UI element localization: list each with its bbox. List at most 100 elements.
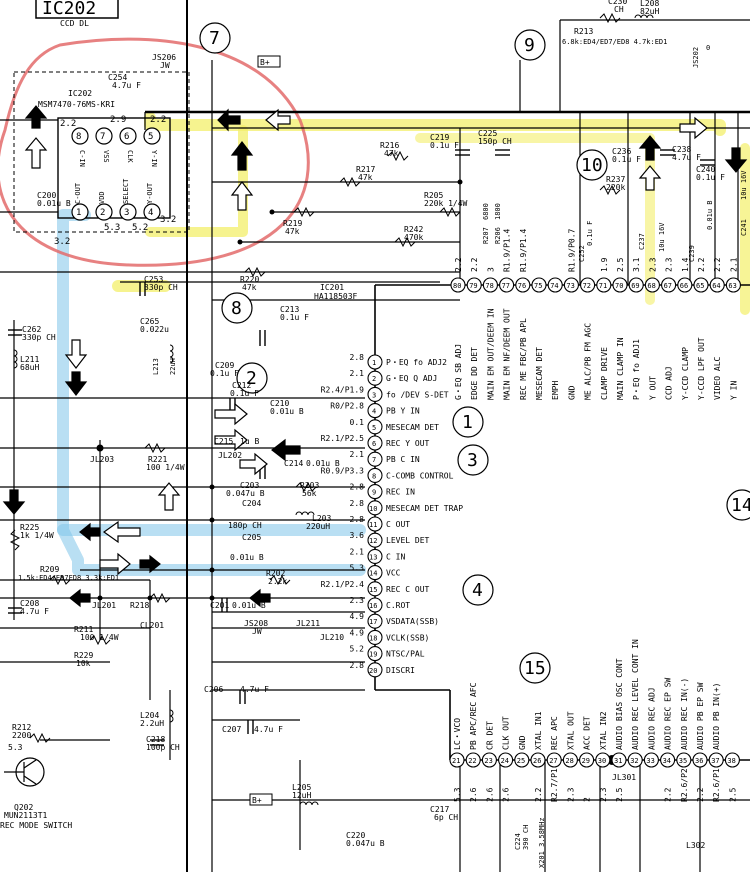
ic201-pin-num: 26 [533, 757, 541, 765]
arrow-open-right-6 [99, 552, 131, 576]
ic201-pin-38 [724, 752, 740, 768]
ic201-pin-num: 64 [712, 282, 720, 290]
ic201-pin-label: XTAL IN2 [599, 711, 608, 750]
lbl-r213-v: 6.8k:ED4/ED7/ED8 4.7k:ED1 [562, 38, 667, 46]
ic201-pin-29 [579, 752, 595, 768]
ic201-pin-num: 32 [630, 757, 638, 765]
lbl-c212: C212 [232, 381, 251, 390]
ic201-pin-num: 76 [518, 282, 526, 290]
lbl-r220: R220 [240, 275, 259, 284]
ic201-pin-num: 73 [566, 282, 574, 290]
ic201-pin-22 [465, 752, 481, 768]
ic201-pin-num: 75 [534, 282, 542, 290]
ic201-pin-num: 23 [484, 757, 492, 765]
lbl-r219: R219 [283, 219, 302, 228]
ic201-pin-8 [367, 467, 383, 483]
arrow-open-down-2 [64, 339, 88, 369]
ic201-pin-num: 16 [369, 602, 377, 610]
ic201-pin-num: 33 [646, 757, 654, 765]
lbl-c252-v: 0.1u F [586, 221, 594, 246]
lbl-r205: R205 [424, 191, 443, 200]
lbl-c237: C237 [638, 233, 646, 250]
ic201-pin-23 [481, 752, 497, 768]
lbl-l205-v: 12uH [292, 791, 311, 800]
lbl-r212: R212 [12, 723, 31, 732]
lbl-l203-v: 220uH [306, 522, 330, 531]
lbl-c241-v: 10u 16V [740, 170, 748, 200]
lbl-l204: L204 [140, 711, 159, 720]
ic201-pin-label: LEVEL DET [386, 536, 430, 545]
lbl-js208-v: JW [252, 627, 262, 636]
ic201-pin-voltage: 2.1 [350, 547, 365, 556]
ic201-pin-num: 27 [549, 757, 557, 765]
lbl-c214: C214 [284, 459, 303, 468]
ic201-pin-35 [676, 752, 692, 768]
ic201-pin-voltage: R1.9/P1.4 [503, 228, 512, 272]
ic201-pin-label: MAIN CLAMP IN [616, 337, 625, 400]
ic201-pin-label: DISCRI [386, 666, 415, 675]
lbl-r242-v: 470k [404, 233, 423, 242]
lbl-r220-v: 47k [242, 283, 257, 292]
callout-7: 7 [209, 28, 220, 49]
ic201-pin-label: VSDATA(SSB) [386, 617, 439, 626]
ic201-pin-num: 12 [369, 537, 377, 545]
ic201-pin-voltage: 2.3 [665, 257, 674, 272]
ic201-pin-20 [367, 662, 383, 678]
lbl-c200: C200 [37, 191, 56, 200]
arrow-filled-left-18 [217, 108, 241, 132]
ic201-pin-label: C IN [386, 552, 405, 561]
ic201-pin-label: MESECAM DET TRAP [386, 504, 463, 513]
lbl-c217-v: 6p CH [434, 813, 458, 822]
lbl-c214-v: 0.01u B [306, 459, 340, 468]
ic201-pin-voltage: 3.6 [350, 531, 365, 540]
arrow-filled-left-9 [69, 588, 91, 608]
ic201-pin-voltage: R1.9/P1.4 [519, 228, 528, 272]
bplus-label-bottom: B+ [252, 796, 262, 805]
ic201-pin-28 [562, 752, 578, 768]
lbl-l213: L213 [152, 358, 160, 375]
ic201-pin-label: CR DET [485, 721, 494, 750]
ic201-pin-voltage: 2.8 [350, 515, 365, 524]
ic201-pin-label: C-COMB CONTROL [386, 471, 454, 480]
ic201-pin-num: 78 [485, 282, 493, 290]
lbl-jl201: JL201 [92, 601, 116, 610]
lbl-c240: C240 [696, 165, 715, 174]
arrow-open-up-17 [230, 181, 254, 211]
lbl-r212-v: 2200 [12, 731, 31, 740]
lbl-c254-v: 4.7u F [112, 81, 141, 90]
transistor-q202 [4, 757, 45, 787]
ic201-pin-36 [692, 752, 708, 768]
ic201-pin-voltage: 2.8 [350, 353, 365, 362]
ic201-pin-voltage: 2.6 [469, 787, 478, 802]
ic201-pin-label: AUDIO REC LEVEL CONT IN [631, 639, 640, 750]
ic201-pin-label: REC APC [550, 716, 559, 750]
ic201-pin-label: Y-CCD LPF OUT [697, 337, 706, 400]
lbl-l204-v: 2.2uH [140, 719, 164, 728]
ic201-pin-33 [643, 752, 659, 768]
ic201-pin-4 [367, 403, 383, 419]
lbl-c206-v: 4.7u F [240, 685, 269, 694]
ic202-lbl-cout: C-OUT [74, 182, 82, 204]
lbl-c204: C204 [242, 499, 261, 508]
lbl-c203: C203 [240, 481, 259, 490]
lbl-r206: R206 [494, 227, 502, 244]
ic202-pin3-v: 5.2 [132, 223, 148, 233]
lbl-c230-v: CH [614, 5, 624, 14]
callout-9: 9 [524, 35, 535, 56]
signal-arrows [2, 105, 748, 608]
ic201-pin-voltage: R0.9/P3.3 [321, 466, 365, 475]
lbl-c207-v: 4.7u F [254, 725, 283, 734]
ic201-pin-voltage: 2.1 [350, 369, 365, 378]
lbl-c209: C209 [215, 361, 234, 370]
lbl-js206: JS206 [152, 53, 176, 62]
ic201-pin-voltage: 2.1 [729, 257, 738, 272]
lbl-c238: C238 [672, 145, 691, 154]
arrow-filled-down-8 [2, 489, 26, 515]
lbl-c218: C218 [146, 735, 165, 744]
lbl-js208: JS208 [244, 619, 268, 628]
lbl-l205: L205 [292, 783, 311, 792]
ic201-pin-voltage: 2.8 [350, 499, 365, 508]
lbl-jl202: JL202 [218, 451, 242, 460]
lbl-c225: C225 [478, 129, 497, 138]
ic201-pin-68 [644, 277, 660, 293]
